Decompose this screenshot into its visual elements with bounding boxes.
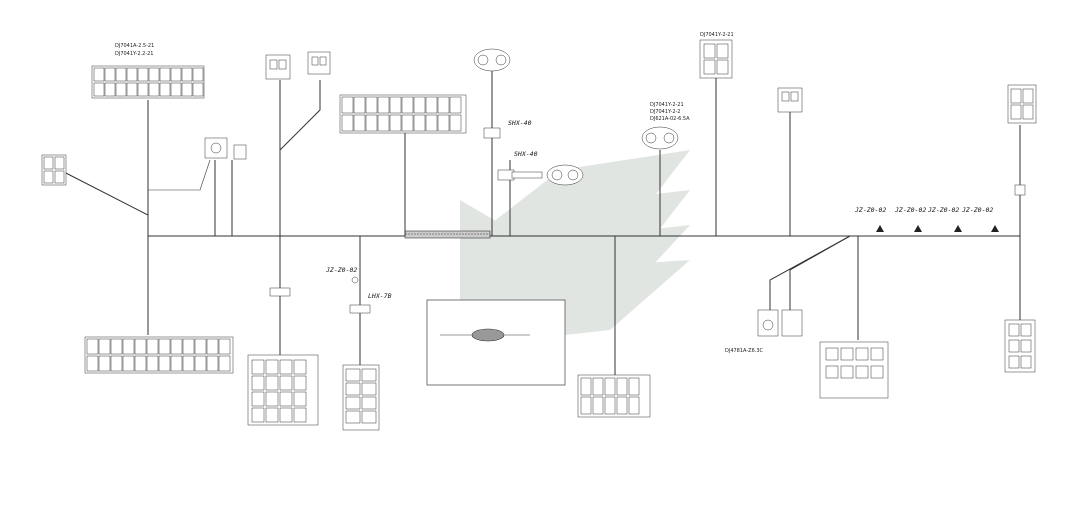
lamp-connector-mid — [546, 164, 584, 186]
connector-right-small — [777, 87, 803, 113]
code-dj-lamp1: DJ7041Y-2-21 — [650, 102, 684, 108]
code-dj-right: DJ7041Y-2-21 — [700, 32, 734, 38]
connector-bottom-left — [84, 336, 234, 374]
code-jz-z0-02-r1: JZ-Z0-02 — [854, 206, 886, 214]
code-dj-relay: DJ4781A-Z6.3C — [725, 348, 764, 354]
lamp-connector-top — [473, 48, 511, 72]
grommet-left — [269, 287, 291, 297]
code-dj-left2: DJ7041Y-2.2-21 — [115, 51, 153, 57]
connector-top-middle — [339, 94, 467, 134]
code-lhx-7b: LHX-7B — [368, 292, 392, 300]
code-shx-40-lower: SHX-40 — [514, 150, 538, 158]
inset-detail-box — [426, 299, 566, 386]
connector-bottom-4 — [577, 374, 651, 418]
grommet-mid — [349, 304, 371, 314]
connector-bottom-2 — [247, 354, 319, 426]
connector-left-small — [41, 154, 67, 186]
connector-far-right — [1007, 84, 1037, 124]
code-jz-z0-02-r4: JZ-Z0-02 — [961, 206, 993, 214]
fuse-box — [819, 341, 889, 399]
lamp-connector-right — [641, 126, 679, 150]
ground-markers — [876, 225, 999, 232]
stub-connector-1 — [483, 127, 501, 139]
code-dj-lamp3: DJ621A-02-6.5A — [650, 116, 690, 122]
relay-bottom — [757, 309, 803, 337]
connector-top-2 — [265, 54, 291, 80]
connector-top-left — [91, 65, 205, 99]
connector-right-upper — [699, 39, 733, 79]
relay-box-small — [204, 137, 247, 160]
sheath-segment — [404, 230, 491, 239]
stub-connector-2 — [497, 169, 515, 181]
left-branch-wire — [59, 169, 149, 236]
connector-bottom-right — [1004, 319, 1036, 373]
code-shx-40-top: SHX-40 — [508, 119, 532, 127]
connector-bottom-3 — [342, 364, 380, 431]
code-jz-z0-02-r3: JZ-Z0-02 — [927, 206, 959, 214]
code-dj-left: DJ7041A-2.5-21 — [115, 43, 154, 49]
grommet-right — [1014, 184, 1026, 196]
code-jz-z0-02-r2: JZ-Z0-02 — [894, 206, 926, 214]
connector-top-3 — [307, 51, 331, 75]
code-dj-lamp2: DJ7041Y-2-2 — [650, 109, 680, 115]
code-jz-z0-02-left: JZ-Z0-02 — [325, 266, 357, 274]
